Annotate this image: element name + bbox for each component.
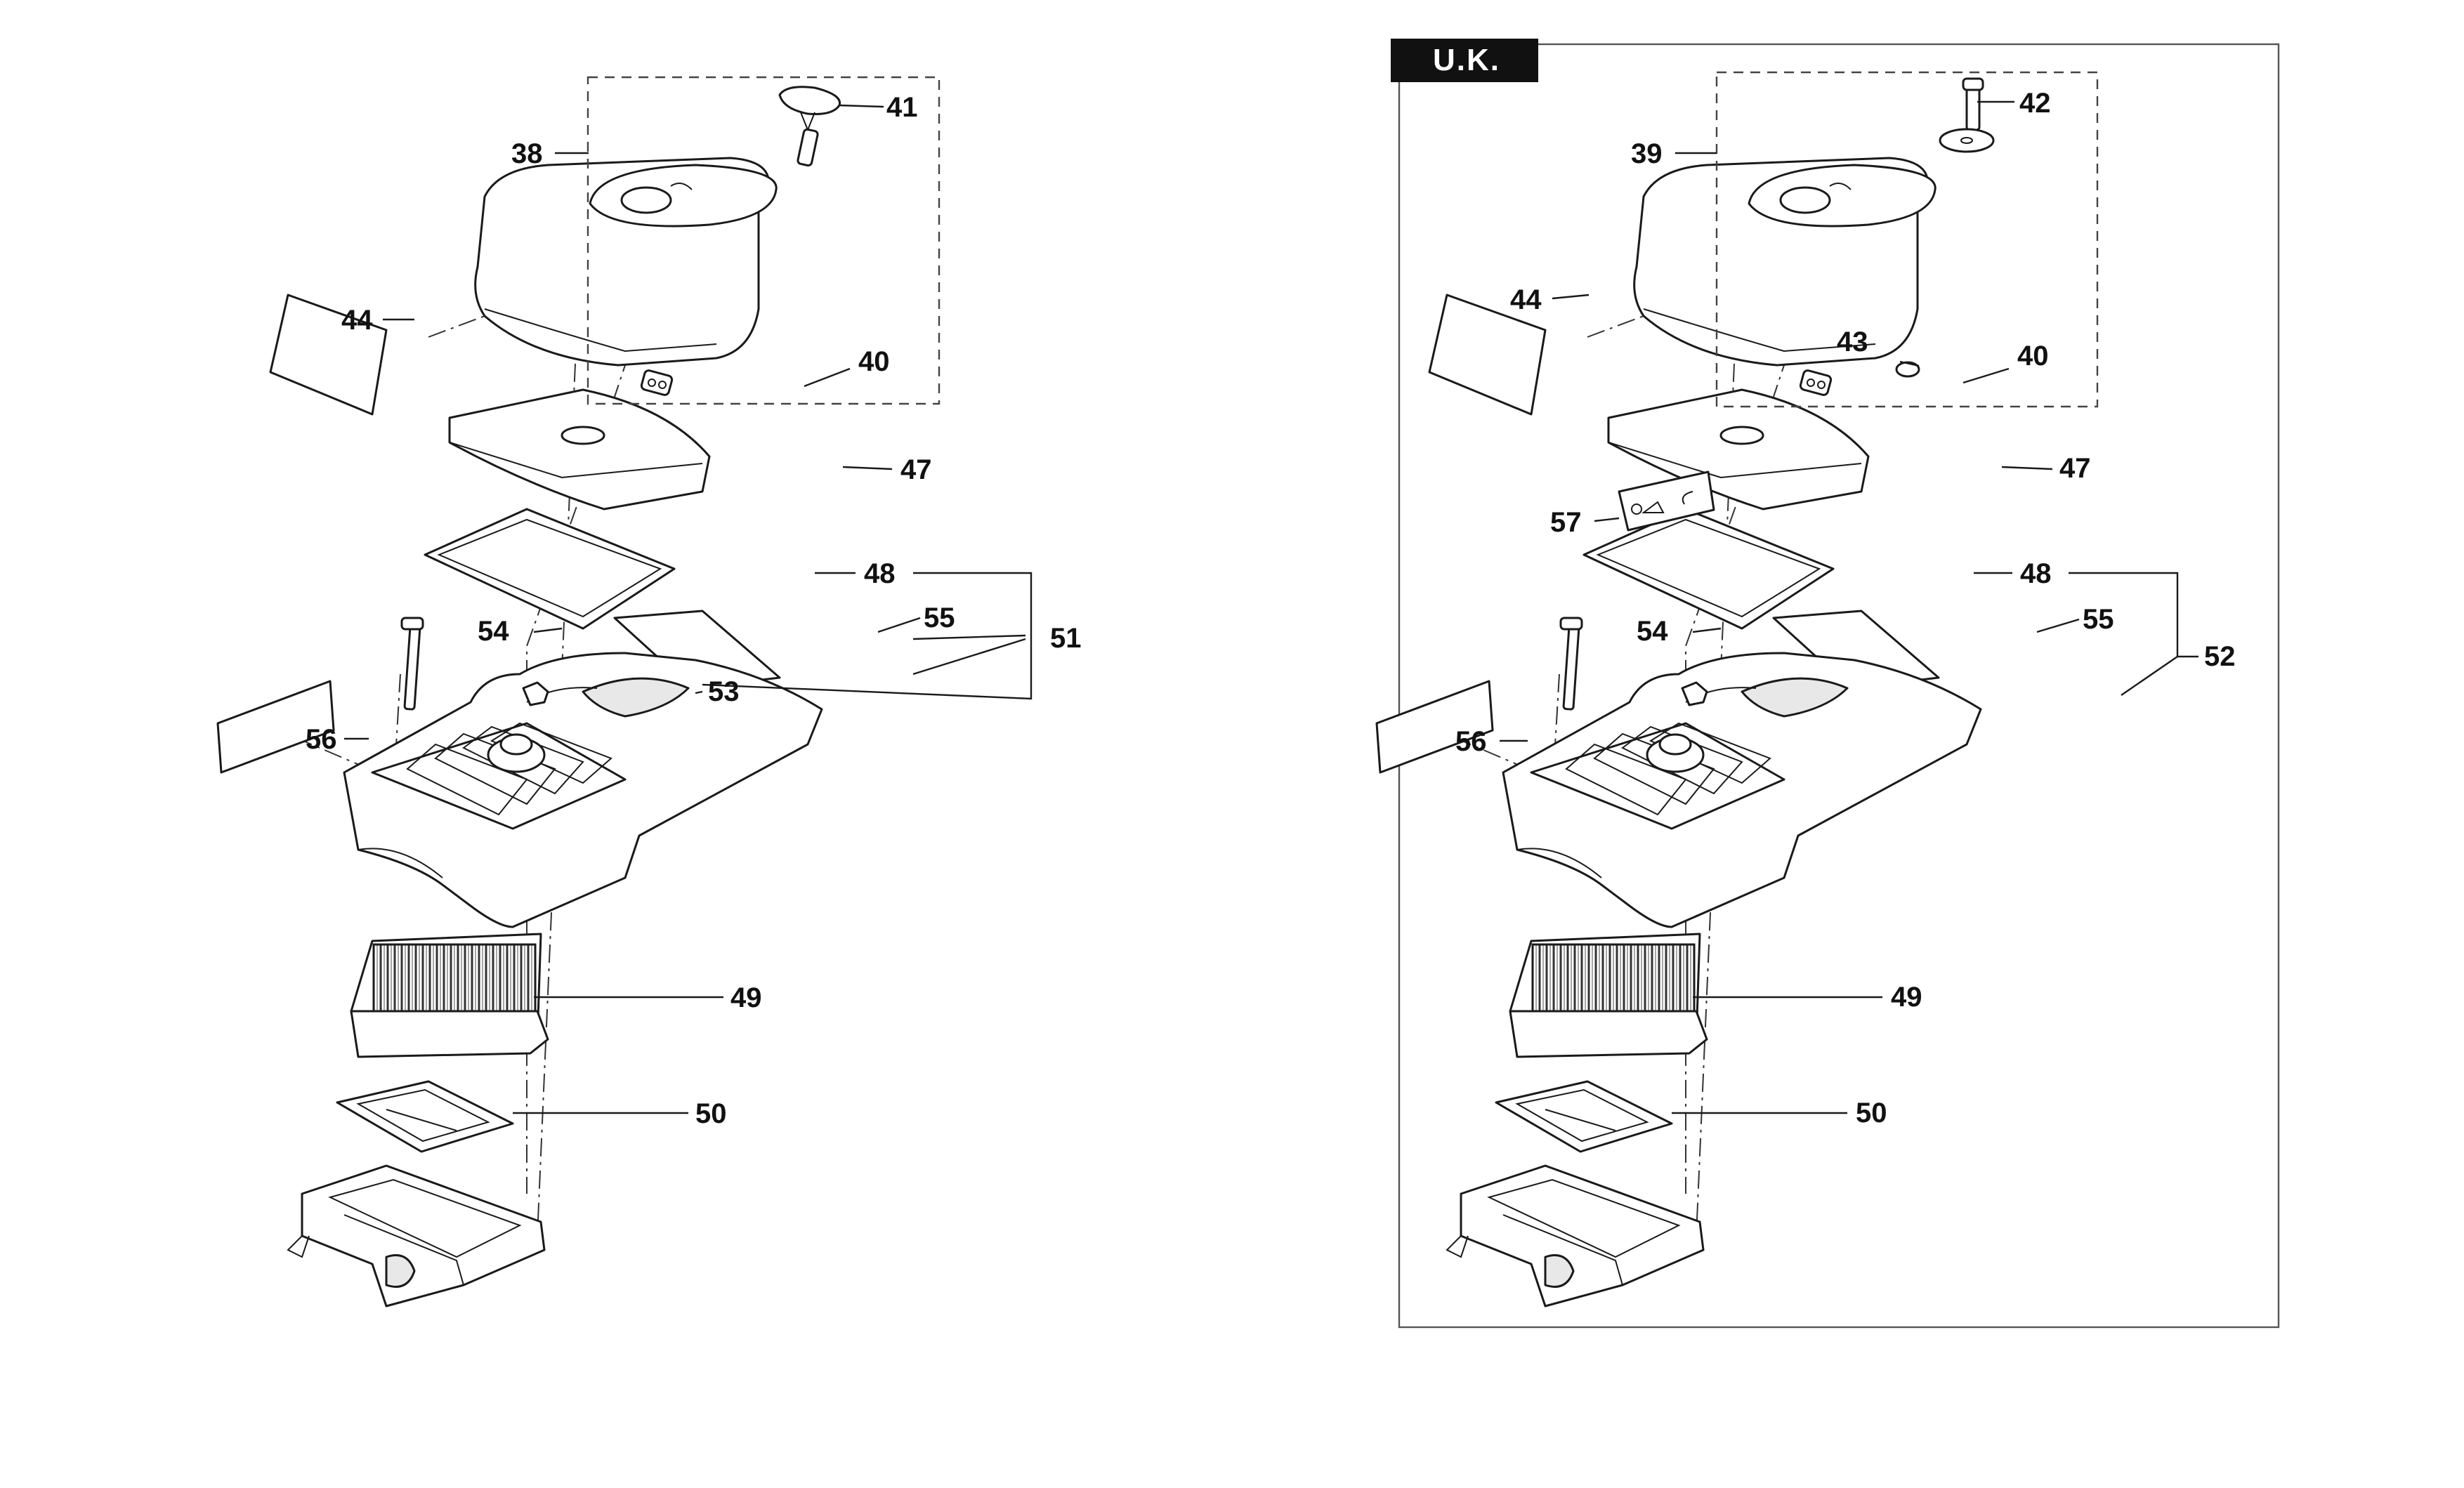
callout-uk-screw: 54 (1637, 616, 1668, 647)
knob-part (778, 86, 841, 167)
callout-grommet: 53 (708, 676, 740, 707)
leader-lines-uk (1500, 100, 2198, 1114)
callout-uk-washer: 43 (1837, 327, 1868, 357)
callout-screw: 54 (478, 616, 509, 647)
callout-cover: 44 (341, 305, 373, 336)
callout-uk-cover: 44 (1510, 284, 1542, 315)
callout-uk-decal-c: 57 (1550, 507, 1582, 538)
callout-nut: 40 (858, 346, 890, 377)
assembly-uk: U.K. (1375, 39, 2280, 1329)
callout-uk-seal: 48 (2020, 558, 2052, 589)
callout-uk-filter: 49 (1891, 982, 1922, 1013)
callout-holder: 50 (695, 1098, 727, 1129)
decal-c-part (1618, 470, 1715, 532)
callouts-uk: 39 42 44 43 40 47 57 48 54 55 52 56 49 5… (1455, 88, 2236, 1128)
leader-lines-standard (344, 104, 1033, 1114)
washer-part (1895, 361, 1920, 378)
uk-tag (1391, 39, 1538, 82)
callout-uk-cover-kit: 39 (1631, 138, 1663, 169)
callout-decal-a: 55 (924, 603, 955, 633)
uk-tag-label: U.K. (1433, 43, 1500, 77)
callout-uk-decal-b: 56 (1455, 726, 1487, 757)
callout-uk-holder: 50 (1856, 1098, 1887, 1128)
callout-shroud-kit: 51 (1050, 623, 1082, 654)
callout-filter: 49 (730, 982, 762, 1013)
assembly-standard: 38 41 44 40 47 48 54 55 51 53 56 49 50 (216, 76, 1082, 1308)
callout-knob: 41 (886, 92, 918, 123)
cover-kit-boundary-uk (1715, 71, 2099, 408)
callout-uk-decal-a: 55 (2083, 604, 2114, 635)
callout-uk-bolt: 42 (2019, 88, 2051, 119)
callout-prefilter: 47 (900, 454, 932, 485)
callout-uk-prefilter: 47 (2059, 453, 2091, 484)
callout-cover-kit: 38 (511, 138, 543, 169)
callout-uk-shroud-kit: 52 (2204, 641, 2236, 672)
callouts-standard: 38 41 44 40 47 48 54 55 51 53 56 49 50 (306, 92, 1082, 1129)
uk-variant-frame (1398, 43, 2280, 1329)
callout-uk-nut: 40 (2017, 341, 2049, 371)
cover-kit-boundary (586, 76, 941, 405)
bolt-part (1939, 77, 1995, 153)
callout-decal-b: 56 (306, 724, 337, 755)
callout-seal: 48 (864, 558, 896, 589)
